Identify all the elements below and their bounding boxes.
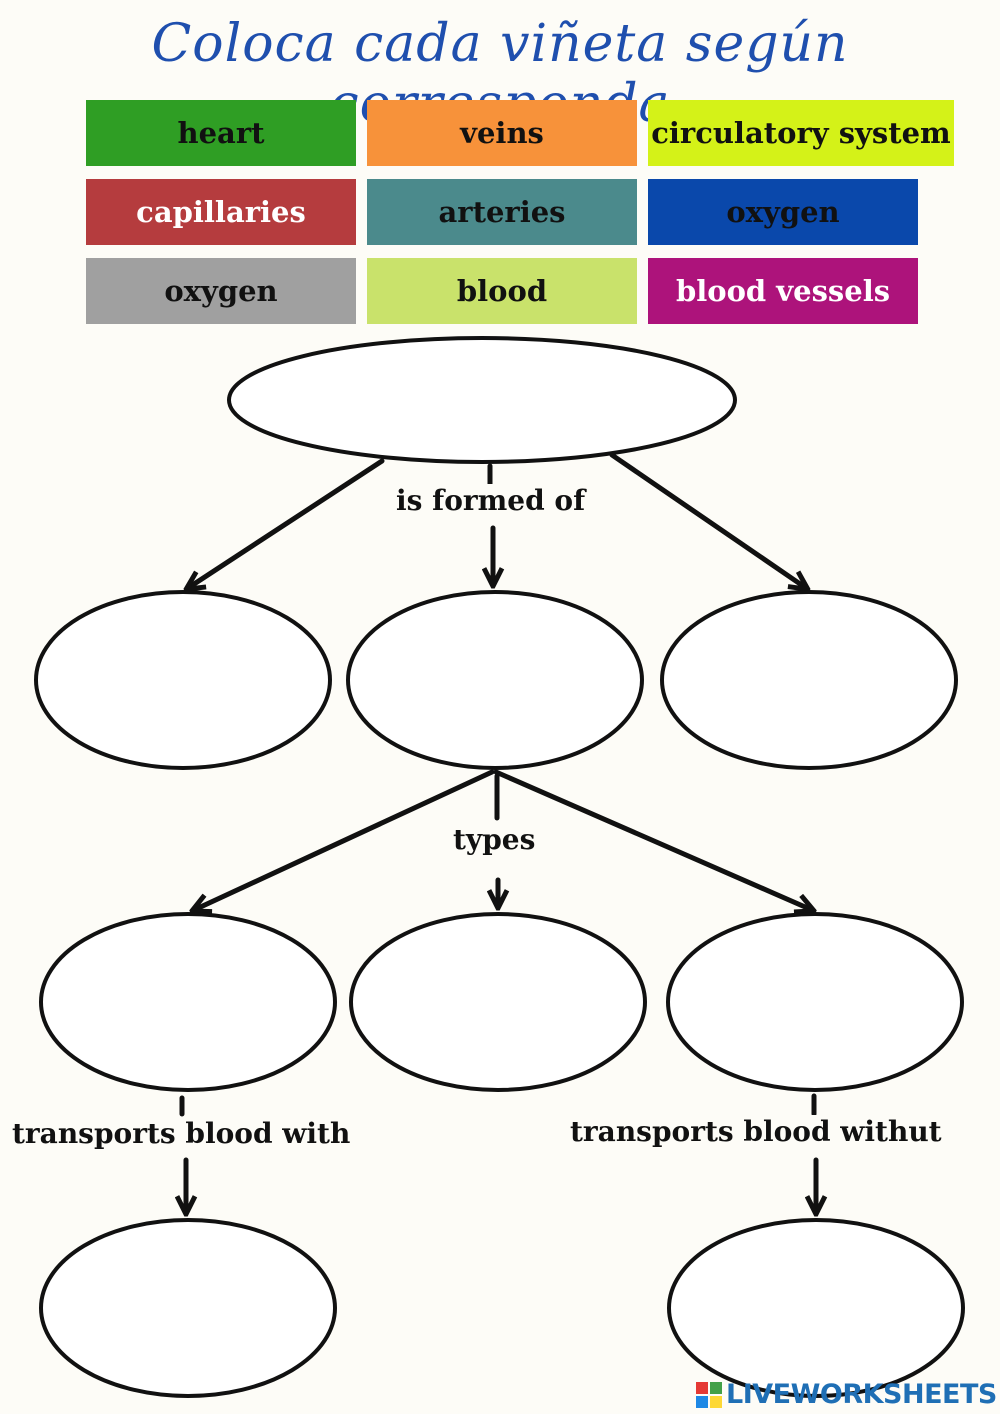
arrow-top-left (188, 458, 385, 588)
brand-name: LIVEWORKSHEETS (726, 1379, 997, 1410)
tile-label: capillaries (136, 195, 306, 229)
drop-ellipse-l4-left[interactable] (39, 1218, 337, 1398)
drop-ellipse-l3-center[interactable] (349, 912, 647, 1092)
tile-circulatory-system[interactable]: circulatory system (648, 100, 954, 166)
tile-oxygen-gray[interactable]: oxygen (86, 258, 356, 324)
tile-label: arteries (438, 195, 566, 229)
tile-arteries[interactable]: arteries (367, 179, 637, 245)
drop-ellipse-l2-right[interactable] (660, 590, 958, 770)
drop-ellipse-top[interactable] (227, 336, 737, 464)
arrow-top-right (609, 452, 806, 588)
tile-blood-vessels[interactable]: blood vessels (648, 258, 918, 324)
tile-label: blood vessels (675, 274, 891, 308)
label-types: types (453, 823, 536, 856)
brand-logo: LIVEWORKSHEETS (696, 1379, 997, 1410)
tile-capillaries[interactable]: capillaries (86, 179, 356, 245)
logo-mark-icon (696, 1381, 722, 1408)
label-transports-with: transports blood with (12, 1117, 351, 1150)
drop-ellipse-l4-right[interactable] (667, 1218, 965, 1398)
arrow-types-right (493, 769, 812, 910)
tile-blood[interactable]: blood (367, 258, 637, 324)
tile-label: circulatory system (651, 116, 951, 150)
tile-label: blood (456, 274, 548, 308)
label-transports-without: transports blood withut (570, 1115, 942, 1148)
tile-label: heart (177, 116, 265, 150)
drop-ellipse-l2-left[interactable] (34, 590, 332, 770)
tile-veins[interactable]: veins (367, 100, 637, 166)
drop-ellipse-l3-left[interactable] (39, 912, 337, 1092)
tile-label: oxygen (164, 274, 278, 308)
drop-ellipse-l2-center[interactable] (346, 590, 644, 770)
tile-label: oxygen (726, 195, 840, 229)
tile-label: veins (460, 116, 544, 150)
label-is-formed-of: is formed of (396, 484, 586, 517)
drop-ellipse-l3-right[interactable] (666, 912, 964, 1092)
tile-heart[interactable]: heart (86, 100, 356, 166)
arrow-types-left (194, 769, 495, 910)
tile-oxygen-blue[interactable]: oxygen (648, 179, 918, 245)
